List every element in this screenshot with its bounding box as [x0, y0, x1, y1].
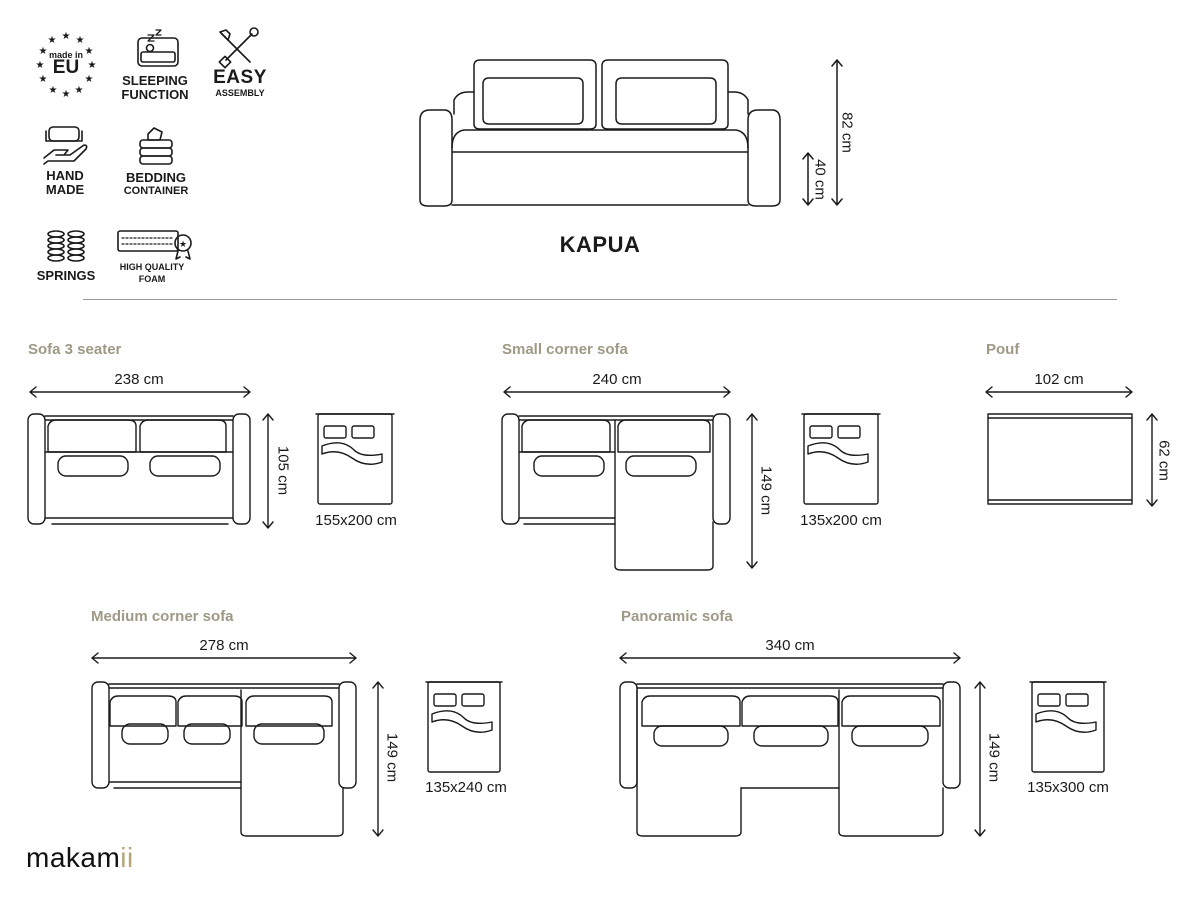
pouf-title: Pouf [986, 341, 1020, 358]
springs-icon [47, 230, 85, 262]
panoramic-top-view [619, 652, 986, 837]
sofa3-bed-icon [315, 413, 395, 505]
sleeping-label-1: SLEEPING [122, 73, 188, 88]
svg-text:★: ★ [62, 31, 71, 42]
small-corner-bed-size: 135x200 cm [800, 512, 882, 529]
tools-icon [218, 27, 259, 69]
foam-label-2: FOAM [138, 274, 166, 284]
hand-sofa-icon [43, 126, 88, 165]
eu-label-big: EU [52, 57, 80, 78]
medium-corner-bed-size: 135x240 cm [425, 779, 507, 796]
small-corner-width: 240 cm [592, 371, 642, 388]
medium-corner-depth: 149 cm [383, 732, 401, 783]
small-corner-top-view [501, 386, 758, 571]
medium-corner-bed-icon [425, 681, 503, 773]
svg-text:★: ★ [62, 89, 71, 100]
pouf-depth: 62 cm [1155, 440, 1173, 481]
panoramic-title: Panoramic sofa [621, 608, 733, 625]
sofa3-top-view [27, 386, 274, 529]
svg-text:★: ★ [36, 60, 45, 71]
small-corner-title: Small corner sofa [502, 341, 628, 358]
section-divider [83, 299, 1117, 300]
svg-text:★: ★ [179, 239, 187, 249]
svg-text:★: ★ [75, 85, 84, 96]
sofa3-depth: 105 cm [274, 445, 292, 496]
eu-stars-icon: ★ ★ ★ ★ ★ ★ ★ ★ ★ ★ ★ ★ [36, 31, 97, 100]
handmade-label-1: HAND [46, 168, 84, 183]
panoramic-width: 340 cm [765, 637, 815, 654]
bedding-container-icon [139, 127, 173, 165]
medium-corner-title: Medium corner sofa [91, 608, 234, 625]
small-corner-bed-icon [801, 413, 881, 505]
svg-text:★: ★ [85, 46, 94, 57]
sofa3-width: 238 cm [114, 371, 164, 388]
brand-logo-main: makam [26, 842, 121, 873]
easy-label: EASY [213, 67, 267, 88]
svg-text:★: ★ [85, 74, 94, 85]
bedding-label-1: BEDDING [126, 170, 186, 185]
handmade-label-2: MADE [45, 182, 85, 197]
sleeping-label-2: FUNCTION [121, 87, 189, 102]
svg-text:★: ★ [39, 74, 48, 85]
panoramic-bed-size: 135x300 cm [1027, 779, 1109, 796]
svg-text:★: ★ [76, 35, 85, 46]
svg-text:★: ★ [49, 85, 58, 96]
svg-text:★: ★ [88, 60, 97, 71]
foam-label-1: HIGH QUALITY [119, 262, 185, 272]
sleeping-sofa-icon [137, 29, 179, 67]
product-title: KAPUA [559, 232, 641, 257]
panoramic-bed-icon [1029, 681, 1107, 773]
sofa3-bed-size: 155x200 cm [315, 512, 397, 529]
foam-icon: ★ [117, 230, 192, 260]
medium-corner-top-view [91, 652, 384, 837]
medium-corner-width: 278 cm [199, 637, 249, 654]
panoramic-depth: 149 cm [985, 732, 1003, 783]
pouf-width: 102 cm [1034, 371, 1084, 388]
pouf-top-view [985, 386, 1158, 507]
brand-logo-accent: ii [120, 842, 134, 873]
small-corner-depth: 149 cm [757, 465, 775, 516]
bedding-label-2: CONTAINER [123, 185, 189, 197]
svg-text:★: ★ [48, 35, 57, 46]
assembly-label: ASSEMBLY [215, 88, 265, 98]
svg-text:★: ★ [39, 46, 48, 57]
brand-logo: makamii [26, 842, 134, 874]
springs-label: SPRINGS [36, 268, 96, 283]
eu-label-small: made in [48, 50, 83, 60]
sofa3-title: Sofa 3 seater [28, 341, 122, 358]
